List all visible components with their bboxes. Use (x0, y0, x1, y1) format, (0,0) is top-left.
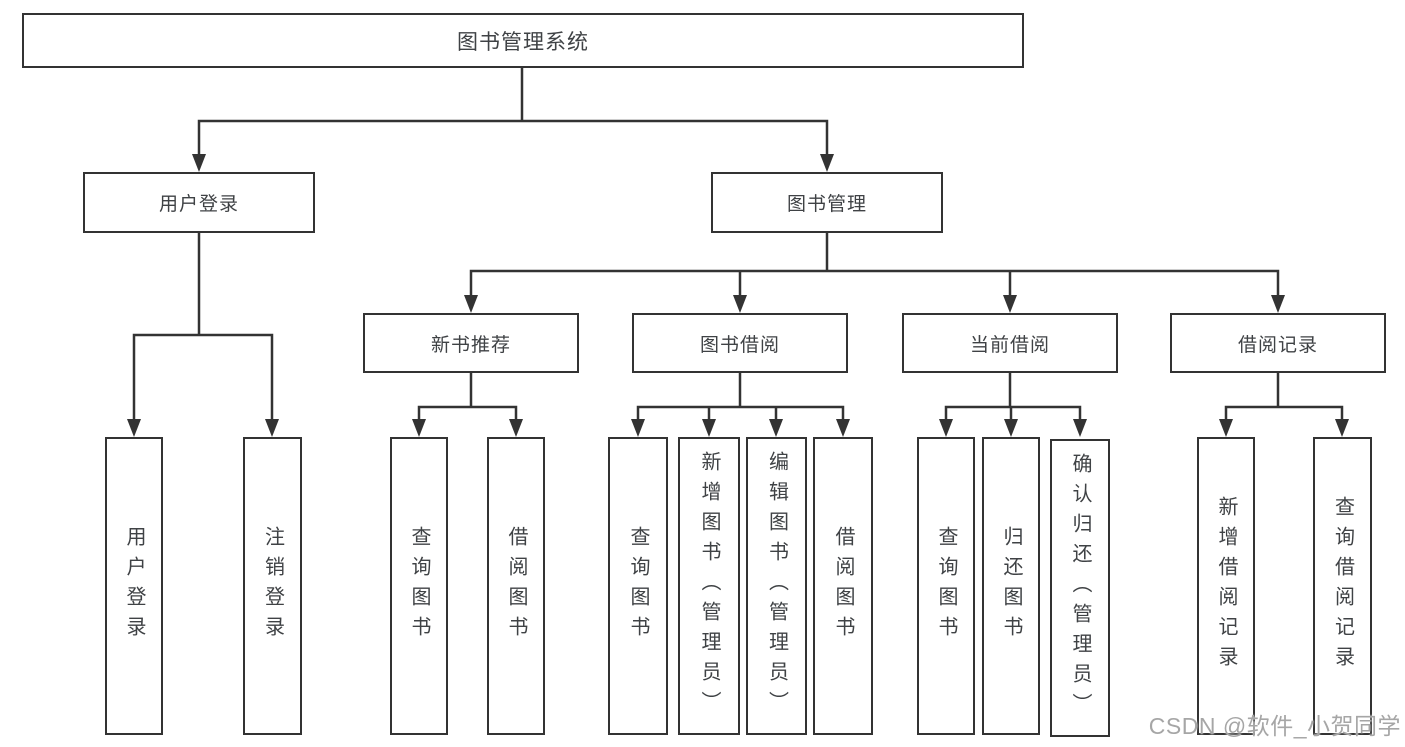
connector-new-book-recommend (417, 371, 518, 423)
connector-book-borrow (636, 371, 845, 423)
leaf-record-add: 新增借阅记录 (1197, 437, 1255, 735)
arrowhead (1219, 419, 1233, 437)
arrowhead (1335, 419, 1349, 437)
leaf-borrow-borrow-book: 借阅图书 (813, 437, 873, 735)
leaf-recommend-borrow-book: 借阅图书 (487, 437, 545, 735)
arrowhead (509, 419, 523, 437)
leaf-borrow-add-book-admin: 新增图书（管理员） (678, 437, 740, 735)
connector-borrow-record (1224, 371, 1344, 423)
leaf-current-return-book: 归还图书 (982, 437, 1040, 735)
connector-root (197, 66, 829, 158)
arrowhead (820, 154, 834, 172)
connector-book-management (469, 231, 1280, 299)
arrowhead (265, 419, 279, 437)
arrowhead (939, 419, 953, 437)
arrowhead (1271, 295, 1285, 313)
arrowhead (127, 419, 141, 437)
leaf-record-query: 查询借阅记录 (1313, 437, 1372, 735)
arrowhead (733, 295, 747, 313)
node-root: 图书管理系统 (22, 13, 1024, 68)
node-borrow-record: 借阅记录 (1170, 313, 1386, 373)
arrowhead (464, 295, 478, 313)
node-current-borrow: 当前借阅 (902, 313, 1118, 373)
arrowhead (836, 419, 850, 437)
arrowhead (631, 419, 645, 437)
leaf-logout-login: 注销登录 (243, 437, 302, 735)
connector-user-login (132, 231, 274, 423)
leaf-borrow-query-book: 查询图书 (608, 437, 668, 735)
connector-current-borrow (944, 371, 1082, 423)
leaf-current-query-book: 查询图书 (917, 437, 975, 735)
node-book-management: 图书管理 (711, 172, 943, 233)
arrowhead (1004, 419, 1018, 437)
node-user-login: 用户登录 (83, 172, 315, 233)
node-new-book-recommend: 新书推荐 (363, 313, 579, 373)
arrowhead (1003, 295, 1017, 313)
leaf-current-confirm-return-admin: 确认归还（管理员） (1050, 439, 1110, 737)
leaf-user-login: 用户登录 (105, 437, 163, 735)
arrowhead (192, 154, 206, 172)
csdn-watermark: CSDN @软件_小贺同学 (1148, 713, 1401, 739)
node-book-borrow: 图书借阅 (632, 313, 848, 373)
arrowhead (412, 419, 426, 437)
arrowhead (1073, 419, 1087, 437)
arrowhead (769, 419, 783, 437)
leaf-borrow-edit-book-admin: 编辑图书（管理员） (746, 437, 807, 735)
arrowhead (702, 419, 716, 437)
leaf-recommend-query-book: 查询图书 (390, 437, 448, 735)
